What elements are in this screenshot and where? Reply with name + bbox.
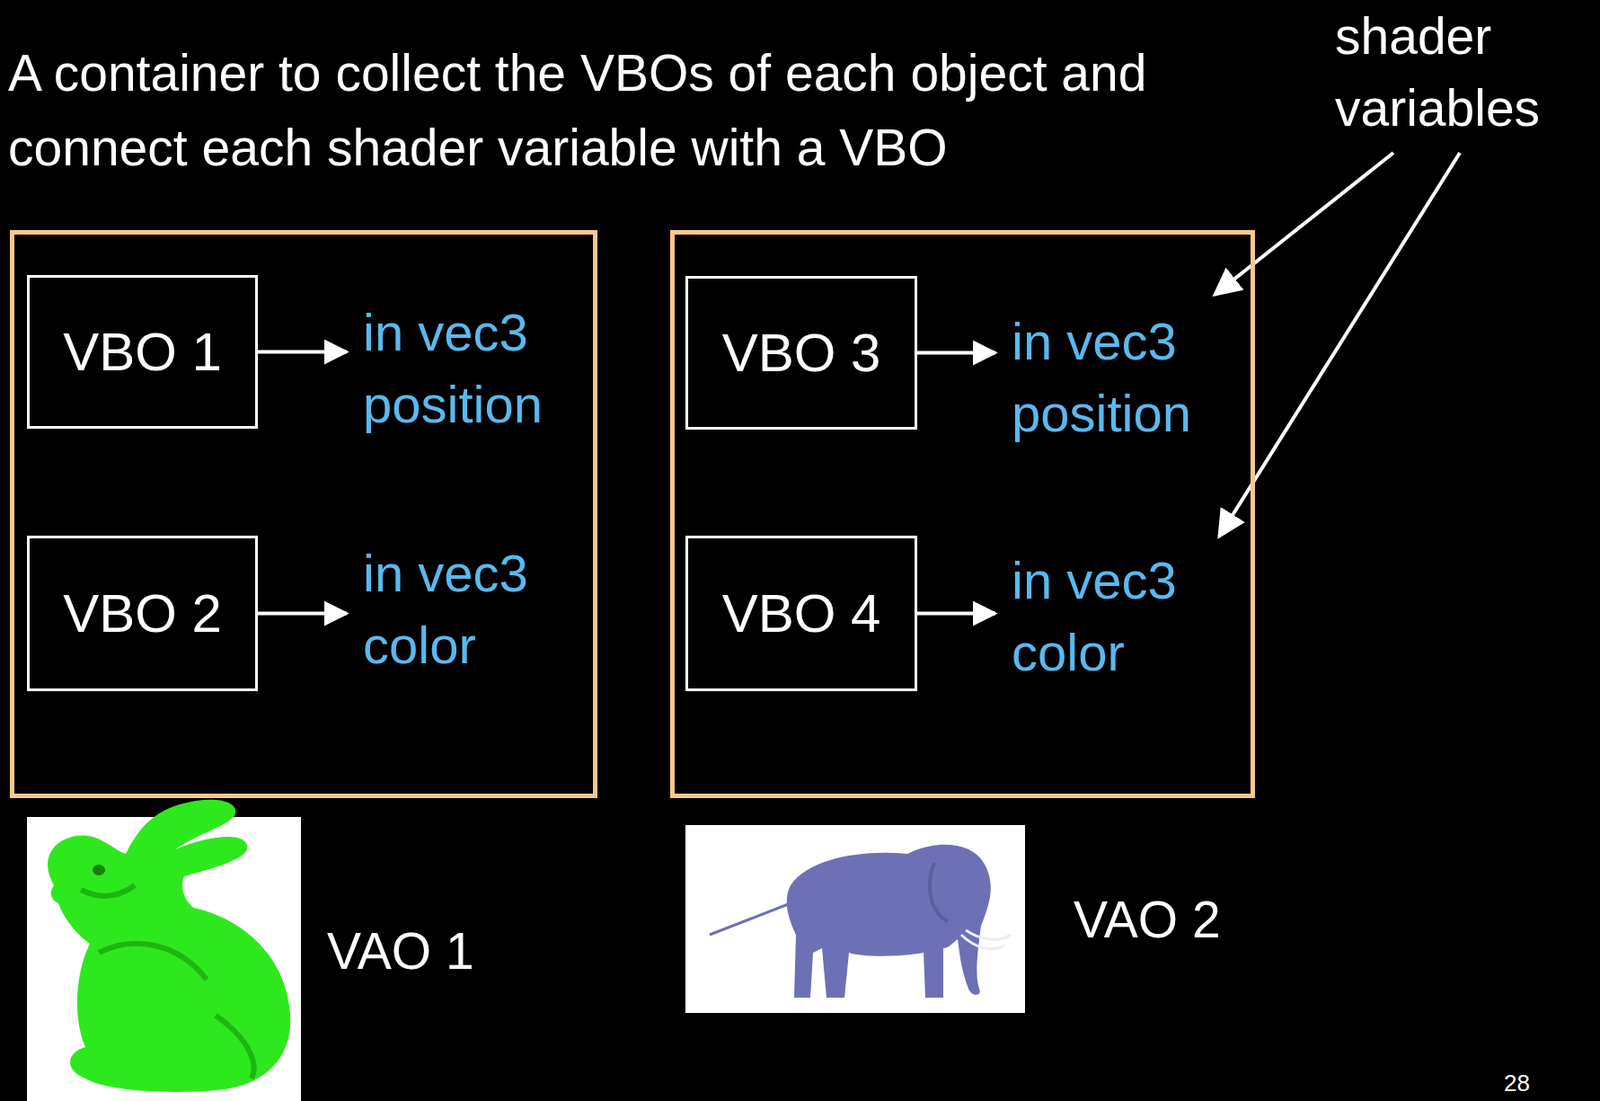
leader-arrow <box>1214 152 1394 295</box>
vbo-box: VBO 1 <box>26 274 258 429</box>
bunny-illustration <box>26 799 301 1101</box>
vbo-label: VBO 4 <box>722 582 882 645</box>
shader-variable: in vec3 position <box>346 296 583 441</box>
variable-name: in vec3 position <box>362 296 583 441</box>
vbo-label: VBO 3 <box>722 321 882 384</box>
variable-name: in vec3 color <box>362 537 583 681</box>
leader-arrow <box>1219 152 1460 537</box>
title: A container to collect the VBOs of each … <box>8 35 1302 186</box>
vbo-label: VBO 1 <box>62 320 222 383</box>
shader-variable: in vec3 color <box>995 544 1231 689</box>
vbo-box: VBO 2 <box>26 535 258 691</box>
shader-variable: in vec3 color <box>346 537 583 681</box>
connector-arrow <box>257 350 347 354</box>
vbo-label: VBO 2 <box>62 582 222 645</box>
shader-variable: in vec3 position <box>995 305 1231 450</box>
vao-label: VAO 2 <box>1073 889 1221 949</box>
vbo-box: VBO 4 <box>685 535 918 691</box>
connector-arrow <box>917 351 996 355</box>
page-number: 28 <box>1503 1069 1530 1097</box>
elephant-illustration <box>685 824 1026 1013</box>
callout-label: shader variables <box>1334 0 1596 144</box>
vao-container: VAO 2VBO 3in vec3 positionVBO 4in vec3 c… <box>670 229 1256 798</box>
connector-arrow <box>257 611 347 616</box>
variable-name: in vec3 position <box>1011 305 1231 450</box>
vbo-box: VBO 3 <box>685 275 918 430</box>
vao-label: VAO 1 <box>327 920 475 981</box>
connector-arrow <box>917 611 996 616</box>
variable-name: in vec3 color <box>1011 544 1231 689</box>
vao-container: VAO 1VBO 1in vec3 positionVBO 2in vec3 c… <box>9 229 598 798</box>
